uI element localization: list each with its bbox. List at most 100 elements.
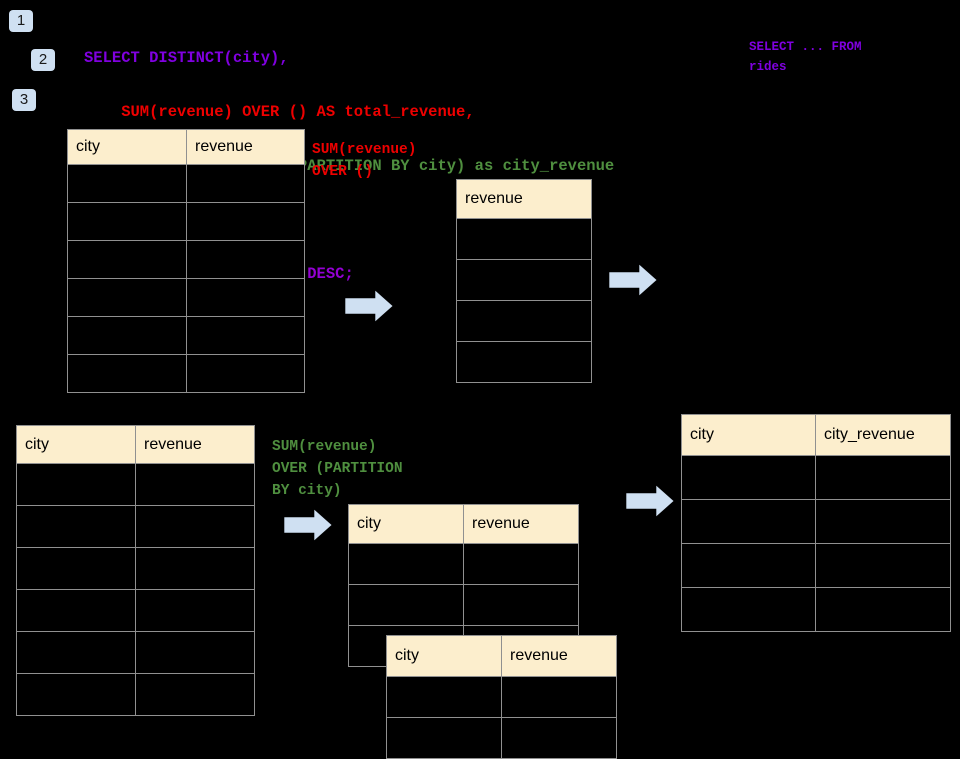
annotation-sum-over-partition: SUM(revenue) OVER (PARTITION BY city): [272, 439, 403, 499]
sql-line-1: SELECT DISTINCT(city),: [84, 49, 289, 67]
arrow-total-revenue-to-result: [608, 263, 658, 302]
cell-city: [386, 676, 502, 718]
cell-city: [67, 316, 187, 355]
rides-source-table: city revenue: [67, 129, 305, 393]
cell-city: [67, 202, 187, 241]
cell-revenue: [456, 259, 592, 301]
cell-revenue: [135, 505, 255, 548]
table-header-row: city revenue: [16, 425, 255, 464]
table-row: [456, 259, 592, 301]
cell-city: [67, 164, 187, 203]
cell-city: [16, 673, 136, 716]
sql-line-2: SUM(revenue) OVER () AS total_revenue,: [84, 103, 475, 121]
total-revenue-table: revenue: [456, 179, 592, 383]
table-row: [681, 499, 951, 544]
cell-city-revenue: [815, 587, 951, 632]
table-row: [67, 278, 305, 317]
cell-city: [681, 455, 816, 500]
cell-city: [386, 717, 502, 759]
table-row: [348, 584, 579, 626]
cell-city: [67, 278, 187, 317]
column-header-revenue: revenue: [186, 129, 305, 165]
table-row: [67, 316, 305, 355]
table-row: [16, 631, 255, 674]
column-header-city: city: [348, 504, 464, 544]
cell-revenue: [186, 240, 305, 279]
rides-source-table-bottom: city revenue: [16, 425, 255, 716]
cell-revenue: [186, 354, 305, 393]
table-row: [16, 505, 255, 548]
cell-revenue: [186, 316, 305, 355]
column-header-city: city: [16, 425, 136, 464]
cell-revenue: [456, 341, 592, 383]
table-row: [386, 717, 617, 759]
table-header-row: city revenue: [67, 129, 305, 165]
column-header-revenue: revenue: [456, 179, 592, 219]
cell-city: [681, 499, 816, 544]
column-header-revenue: revenue: [135, 425, 255, 464]
column-header-city: city: [67, 129, 187, 165]
annotation-select-from-rides: SELECT ... FROM rides: [749, 40, 862, 74]
table-row: [16, 673, 255, 716]
table-row: [681, 587, 951, 632]
table-row: [681, 543, 951, 588]
annotation-sum-over-empty: SUM(revenue) OVER (): [312, 142, 417, 180]
table-row: [67, 202, 305, 241]
step-badge-1: 1: [9, 10, 33, 32]
city-revenue-result-table: city city_revenue: [681, 414, 951, 632]
cell-revenue: [135, 547, 255, 590]
arrow-rides-to-partition: [283, 508, 333, 547]
cell-city: [16, 463, 136, 506]
cell-revenue: [456, 218, 592, 260]
table-row: [67, 354, 305, 393]
cell-revenue: [135, 631, 255, 674]
cell-revenue: [463, 543, 579, 585]
table-header-row: city revenue: [348, 504, 579, 544]
cell-city: [67, 240, 187, 279]
cell-revenue: [456, 300, 592, 342]
column-header-city-revenue: city_revenue: [815, 414, 951, 456]
cell-city: [16, 589, 136, 632]
cell-city: [681, 587, 816, 632]
cell-city: [16, 631, 136, 674]
table-row: [456, 300, 592, 342]
cell-revenue: [135, 463, 255, 506]
table-row: [348, 543, 579, 585]
cell-revenue: [501, 717, 617, 759]
column-header-city: city: [681, 414, 816, 456]
table-row: [456, 341, 592, 383]
step-badge-3: 3: [12, 89, 36, 111]
cell-revenue: [135, 589, 255, 632]
cell-city: [16, 547, 136, 590]
arrow-partition-to-result: [625, 484, 675, 523]
table-row: [456, 218, 592, 260]
column-header-city: city: [386, 635, 502, 677]
arrow-rides-to-total-revenue: [344, 289, 394, 328]
cell-revenue: [186, 202, 305, 241]
cell-revenue: [135, 673, 255, 716]
cell-city: [348, 584, 464, 626]
table-row: [16, 463, 255, 506]
cell-revenue: [463, 584, 579, 626]
cell-city: [348, 543, 464, 585]
table-row: [67, 164, 305, 203]
partition-group-table-front: city revenue: [386, 635, 617, 759]
cell-revenue: [501, 676, 617, 718]
column-header-revenue: revenue: [501, 635, 617, 677]
cell-revenue: [186, 278, 305, 317]
table-row: [16, 589, 255, 632]
table-row: [16, 547, 255, 590]
table-header-row: city revenue: [386, 635, 617, 677]
table-header-row: city city_revenue: [681, 414, 951, 456]
step-badge-2: 2: [31, 49, 55, 71]
cell-city: [681, 543, 816, 588]
column-header-revenue: revenue: [463, 504, 579, 544]
table-row: [681, 455, 951, 500]
cell-city-revenue: [815, 499, 951, 544]
cell-city: [67, 354, 187, 393]
table-row: [386, 676, 617, 718]
cell-city: [16, 505, 136, 548]
table-header-row: revenue: [456, 179, 592, 219]
table-row: [67, 240, 305, 279]
cell-revenue: [186, 164, 305, 203]
